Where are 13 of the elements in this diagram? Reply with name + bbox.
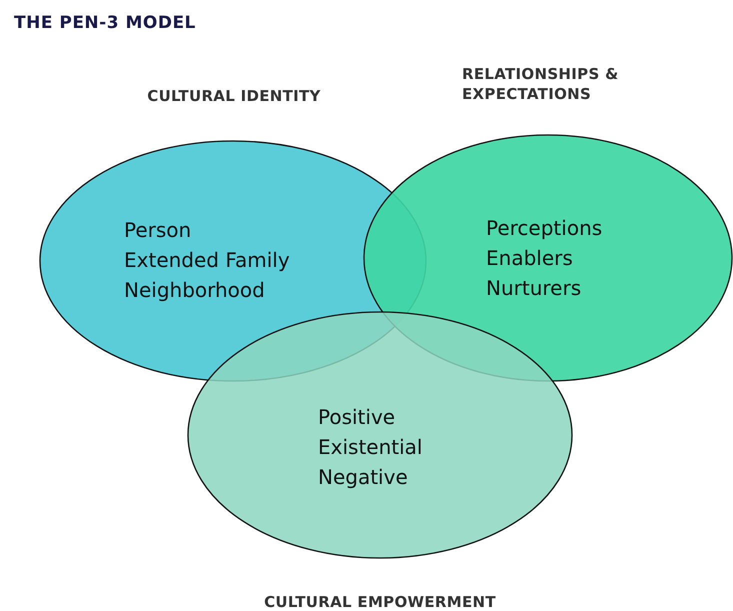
diagram-title: THE PEN-3 MODEL xyxy=(14,13,196,33)
list-item: Nurturers xyxy=(486,275,582,302)
ellipse-heading: CULTURAL IDENTITY xyxy=(146,86,322,106)
list-item: Positive xyxy=(318,404,396,431)
list-item: Negative xyxy=(318,464,408,491)
list-item: Enablers xyxy=(486,245,573,272)
list-item: Neighborhood xyxy=(124,277,265,304)
ellipse-heading: RELATIONSHIPS & EXPECTATIONS xyxy=(462,64,620,104)
ellipse-heading: CULTURAL EMPOWERMENT xyxy=(263,592,497,611)
list-item: Person xyxy=(124,217,192,244)
list-item: Extended Family xyxy=(124,247,290,274)
list-item: Perceptions xyxy=(486,215,602,242)
list-item: Existential xyxy=(318,434,422,461)
